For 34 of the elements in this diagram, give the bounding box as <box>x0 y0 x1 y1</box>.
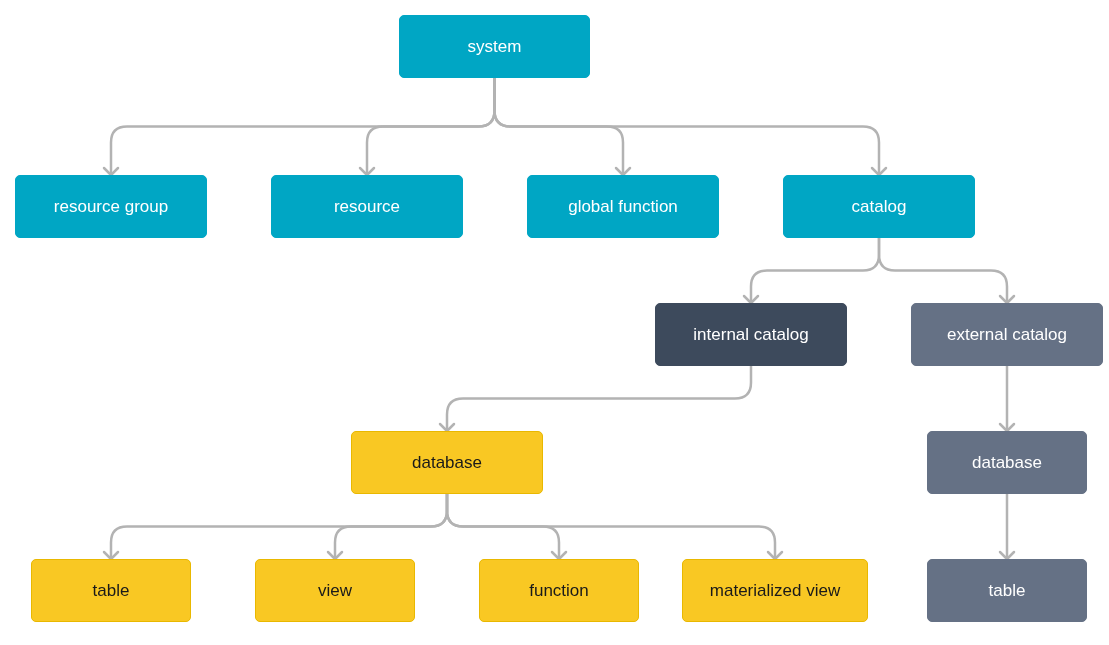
node-label: catalog <box>851 196 907 217</box>
process-box <box>783 175 975 238</box>
process-box <box>527 175 719 238</box>
node-label: system <box>467 36 522 57</box>
arrow <box>445 494 784 561</box>
arrow <box>438 366 753 433</box>
node-label: global function <box>568 196 678 217</box>
process-box <box>682 559 868 622</box>
arrow <box>877 238 1016 305</box>
process-box <box>479 559 639 622</box>
arrow <box>998 494 1016 561</box>
process-box <box>271 175 463 238</box>
process-box <box>655 303 847 366</box>
process-box <box>255 559 415 622</box>
process-box <box>927 431 1087 494</box>
process-box <box>31 559 191 622</box>
arrow <box>493 78 888 177</box>
node-label: internal catalog <box>693 324 809 345</box>
node-label: materialized view <box>709 580 841 601</box>
process-box <box>15 175 207 238</box>
node-label: external catalog <box>947 324 1067 345</box>
node-label: resource <box>333 196 401 217</box>
process-box <box>911 303 1103 366</box>
arrow <box>998 366 1016 433</box>
node-label: function <box>529 580 589 601</box>
node-label: database <box>972 452 1042 473</box>
node-label: table <box>92 580 130 601</box>
process-box <box>351 431 543 494</box>
process-box <box>927 559 1087 622</box>
node-label: resource group <box>53 196 169 217</box>
process-box <box>399 15 590 78</box>
node-label: database <box>412 452 482 473</box>
node-label: table <box>988 580 1026 601</box>
node-label: view <box>318 580 352 601</box>
